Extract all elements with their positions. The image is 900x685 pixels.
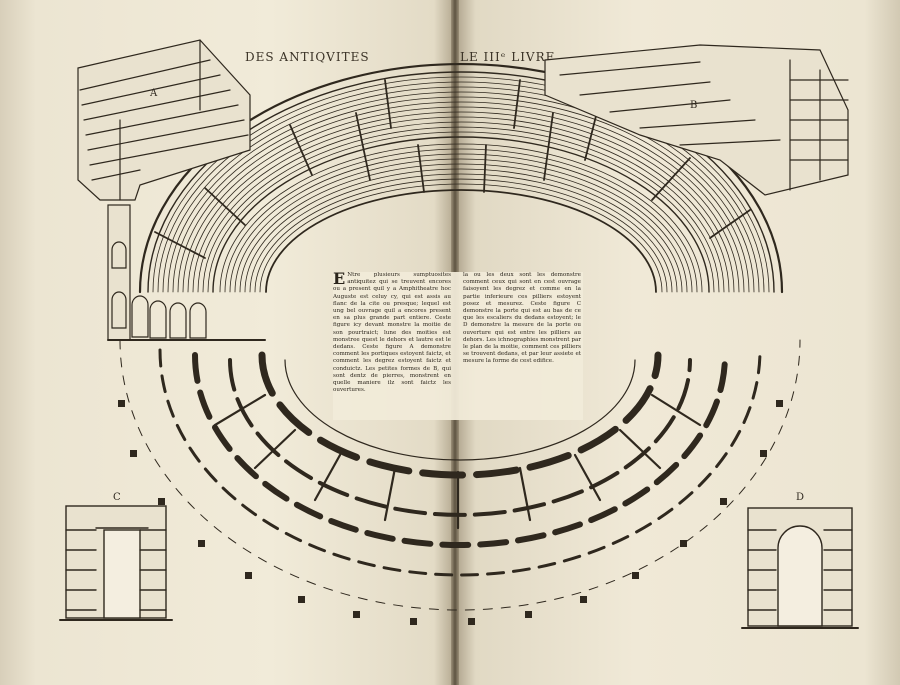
radial-aisles <box>154 79 751 259</box>
ground-plan <box>119 339 801 611</box>
right-page-header: LE IIIᵉ LIVRE <box>460 50 556 64</box>
outer-piers <box>118 400 783 625</box>
plate-b-label: B <box>690 100 698 111</box>
plate-c-doorway <box>59 505 173 621</box>
plate-b-masonry <box>544 44 849 196</box>
text-column-right: la ou les deux sont les demonstre commen… <box>463 272 581 365</box>
plate-d-doorway <box>741 507 859 629</box>
plate-a-label: A <box>150 88 158 99</box>
plate-c-label: C <box>113 492 121 503</box>
drop-cap: E <box>333 272 346 288</box>
plan-chambers <box>213 393 702 530</box>
seating-tiers <box>138 62 784 294</box>
plate-arcade-elevation <box>107 204 266 341</box>
plate-a-staircase <box>77 39 251 201</box>
left-page-header: DES ANTIQVITES <box>245 50 370 64</box>
text-left-body: Ntre plusieurs sumptuosites antiquitez q… <box>333 272 451 394</box>
plate-d-label: D <box>796 492 805 503</box>
